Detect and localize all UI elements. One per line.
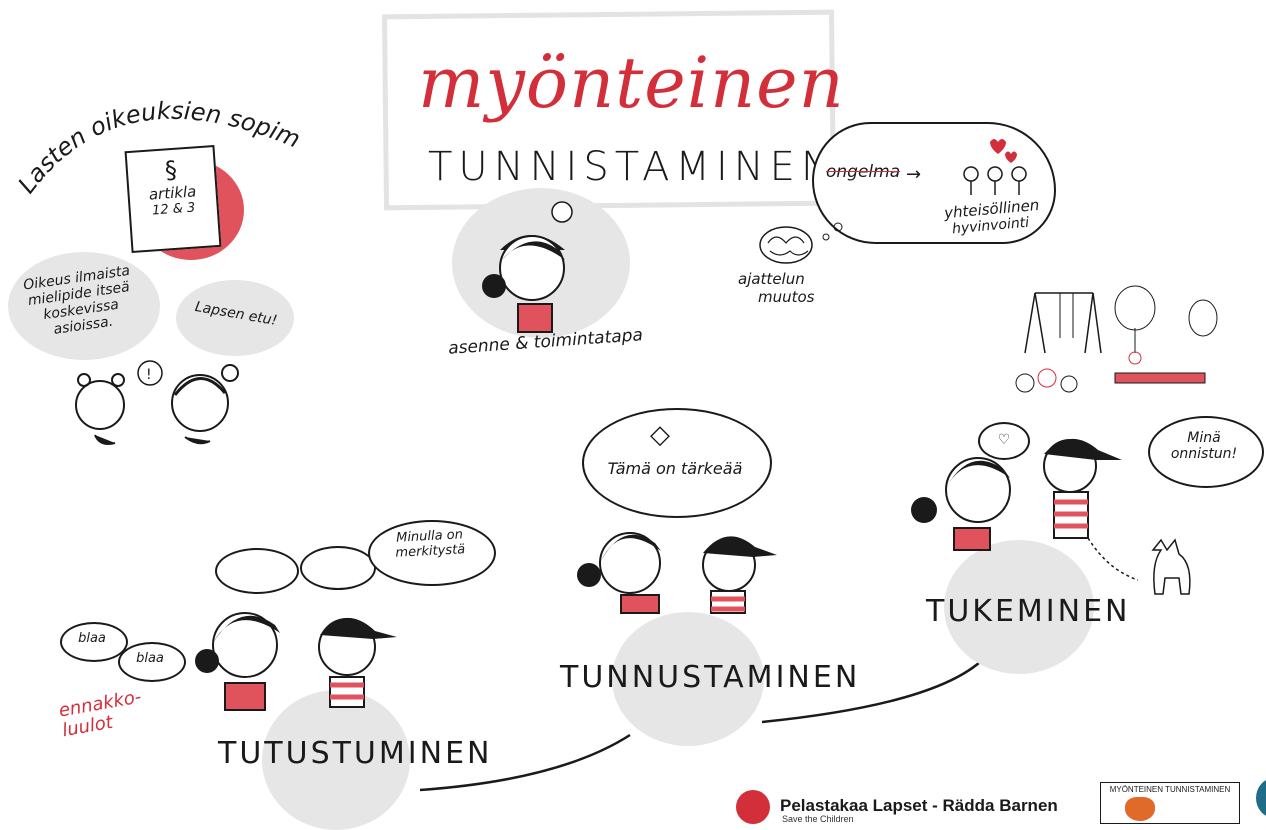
org-sub: Save the Children — [782, 814, 854, 824]
save-children-logo-icon — [736, 790, 770, 824]
hearts-people-drawing — [963, 139, 1027, 195]
main-title-tunnistaminen: TUNNISTAMINEN — [428, 144, 837, 190]
brain-caption-line1: ajattelun — [738, 270, 805, 288]
main-title-myonteinen: myönteinen — [418, 42, 845, 124]
stage1-disc — [262, 690, 410, 830]
thought-cloud — [812, 122, 1056, 244]
struck-word: ongelma — [826, 162, 901, 182]
stage2-disc — [612, 612, 764, 746]
corner-logo-partial — [1256, 778, 1266, 818]
bubble-minulla — [368, 520, 496, 586]
bubble-tama-text: Tämä on tärkeää — [607, 459, 743, 478]
stage3-disc — [944, 540, 1094, 674]
stage-label-tutustuminen: TUTUSTUMINEN — [218, 736, 493, 771]
badge-title: MYÖNTEINEN TUNNISTAMINEN — [1109, 785, 1231, 794]
bubble-best-interest — [176, 280, 294, 356]
thought-arrow: → — [906, 164, 922, 185]
bubble-blaa1 — [60, 622, 128, 662]
bubble-minulla-text: Minulla on merkitystä — [395, 527, 466, 561]
org-name: Pelastakaa Lapset - Rädda Barnen — [780, 796, 1058, 815]
bubble-opinion — [8, 252, 160, 360]
butterfly-icon — [1125, 797, 1155, 821]
badge-logo: MYÖNTEINEN TUNNISTAMINEN — [1100, 782, 1240, 824]
brain-drawing — [759, 222, 843, 264]
bubble-empty-1 — [215, 548, 299, 594]
stage1-characters — [195, 612, 397, 711]
bubble-tama — [582, 408, 772, 518]
playground-drawing — [1015, 285, 1218, 393]
stage-label-tunnustaminen: TUNNUSTAMINEN — [560, 660, 861, 695]
diamond-icon: ◇ — [650, 420, 670, 450]
bubble-blaa2 — [118, 642, 186, 682]
brain-caption-line2: muutos — [758, 288, 815, 306]
bubble-mina-text: Minä onnistun! — [1170, 430, 1238, 463]
children-drawing-left: ! — [75, 360, 239, 445]
bubble-heart: ♡ — [978, 422, 1030, 460]
exclaim-mark: ! — [146, 367, 152, 383]
bubble-empty-2 — [300, 546, 376, 590]
bubble-mina — [1148, 416, 1264, 488]
stage-label-tukeminen: TUKEMINEN — [926, 594, 1131, 629]
bubble-blaa2-text: blaa — [136, 651, 164, 666]
stage3-characters — [911, 438, 1191, 595]
bubble-blaa1-text: blaa — [78, 631, 106, 646]
woman-lightbulb-drawing — [482, 201, 573, 333]
stage2-characters — [577, 532, 777, 614]
